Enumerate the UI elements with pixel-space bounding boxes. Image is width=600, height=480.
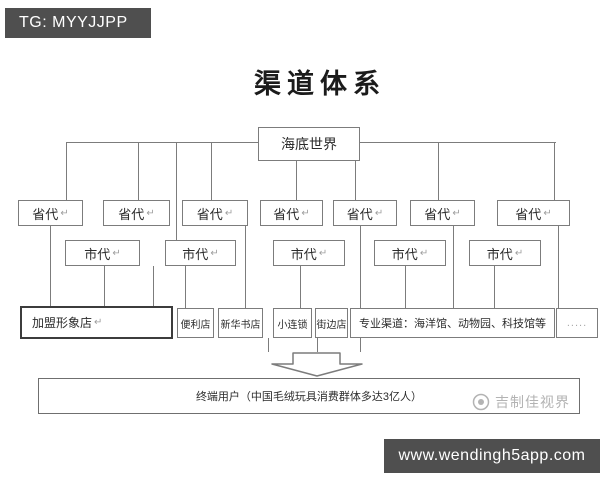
connector-line <box>405 266 406 308</box>
connector-line <box>558 226 559 308</box>
connector-line <box>211 142 212 200</box>
connector-line <box>360 226 361 308</box>
ellipsis-box: ..... <box>556 308 598 338</box>
connector-line <box>268 338 269 352</box>
connector-line <box>554 142 555 200</box>
xinhua-bookstore-label: 新华书店 <box>220 319 261 331</box>
return-mark: ↵ <box>374 207 384 219</box>
connector-line <box>438 142 439 200</box>
connector-line <box>360 142 556 143</box>
watermark-logo-icon <box>472 393 490 411</box>
provincial-agent-box: 省代↵ <box>260 200 323 226</box>
city-agent-label: 市代 <box>290 246 317 262</box>
xinhua-bookstore-box: 新华书店 <box>218 308 263 338</box>
ellipsis-label: ..... <box>566 317 588 329</box>
website-badge: www.wendingh5app.com <box>384 439 600 473</box>
connector-line <box>355 161 356 200</box>
provincial-agent-label: 省代 <box>32 206 59 222</box>
provincial-agent-label: 省代 <box>196 206 223 222</box>
small-chain-box: 小连锁 <box>273 308 312 338</box>
connector-line <box>138 142 139 200</box>
street-shop-box: 街边店 <box>315 308 348 338</box>
return-mark: ↵ <box>318 247 328 259</box>
professional-channel-label: 专业渠道：海洋馆、动物园、科技馆等 <box>359 318 546 330</box>
root-node-label: 海底世界 <box>281 136 337 152</box>
connector-line <box>66 142 258 143</box>
city-agent-box: 市代↵ <box>165 240 236 266</box>
provincial-agent-box: 省代↵ <box>497 200 570 226</box>
return-mark: ↵ <box>543 207 552 219</box>
connector-line <box>104 266 105 308</box>
city-agent-label: 市代 <box>84 246 111 262</box>
franchise-store-box: 加盟形象店↵ <box>20 306 173 339</box>
street-shop-label: 街边店 <box>316 319 347 331</box>
connector-line <box>185 266 186 308</box>
website-badge-label: www.wendingh5app.com <box>398 447 586 464</box>
convenience-store-label: 便利店 <box>180 319 211 331</box>
provincial-agent-label: 省代 <box>118 206 145 222</box>
city-agent-box: 市代↵ <box>273 240 345 266</box>
provincial-agent-label: 省代 <box>424 206 451 222</box>
professional-channel-box: 专业渠道：海洋馆、动物园、科技馆等 <box>350 308 555 338</box>
provincial-agent-box: 省代↵ <box>182 200 248 226</box>
return-mark: ↵ <box>210 247 219 259</box>
connector-line <box>317 338 318 352</box>
city-agent-box: 市代↵ <box>469 240 541 266</box>
return-mark: ↵ <box>146 207 155 219</box>
connector-line <box>66 142 67 200</box>
return-mark: ↵ <box>94 317 103 328</box>
franchise-store-label: 加盟形象店 <box>32 316 93 330</box>
provincial-agent-box: 省代↵ <box>18 200 83 226</box>
terminal-users-box: 终端用户（中国毛绒玩具消费群体多达3亿人） <box>38 378 580 414</box>
tg-badge-label: TG: MYYJJPP <box>19 14 128 31</box>
city-agent-box: 市代↵ <box>374 240 446 266</box>
connector-line <box>300 266 301 308</box>
connector-line <box>176 142 177 240</box>
return-mark: ↵ <box>301 207 310 219</box>
connector-line <box>494 266 495 308</box>
provincial-agent-box: 省代↵ <box>410 200 475 226</box>
connector-line <box>360 338 361 352</box>
provincial-agent-box: 省代↵ <box>103 200 170 226</box>
connector-line <box>153 266 154 308</box>
terminal-users-label: 终端用户（中国毛绒玩具消费群体多达3亿人） <box>195 391 423 403</box>
connector-line <box>453 226 454 308</box>
city-agent-label: 市代 <box>391 246 418 262</box>
return-mark: ↵ <box>419 247 429 259</box>
connector-line <box>245 226 246 308</box>
return-mark: ↵ <box>452 207 461 219</box>
city-agent-label: 市代 <box>182 246 209 262</box>
return-mark: ↵ <box>224 207 234 219</box>
convenience-store-box: 便利店 <box>177 308 214 338</box>
return-mark: ↵ <box>60 207 69 219</box>
return-mark: ↵ <box>514 247 524 259</box>
provincial-agent-label: 省代 <box>346 206 373 222</box>
page-title: 渠道体系 <box>254 69 386 99</box>
root-node-box: 海底世界 <box>258 127 360 161</box>
down-arrow-icon <box>271 352 363 377</box>
watermark: 吉制佳视界 <box>472 392 570 412</box>
city-agent-box: 市代↵ <box>65 240 140 266</box>
return-mark: ↵ <box>112 247 121 259</box>
city-agent-label: 市代 <box>486 246 513 262</box>
tg-badge: TG: MYYJJPP <box>5 8 151 38</box>
connector-line <box>296 161 297 200</box>
provincial-agent-label: 省代 <box>515 206 542 222</box>
provincial-agent-label: 省代 <box>273 206 300 222</box>
watermark-text: 吉制佳视界 <box>495 394 570 410</box>
connector-line <box>50 226 51 308</box>
provincial-agent-box: 省代↵ <box>333 200 397 226</box>
small-chain-label: 小连锁 <box>277 319 308 331</box>
